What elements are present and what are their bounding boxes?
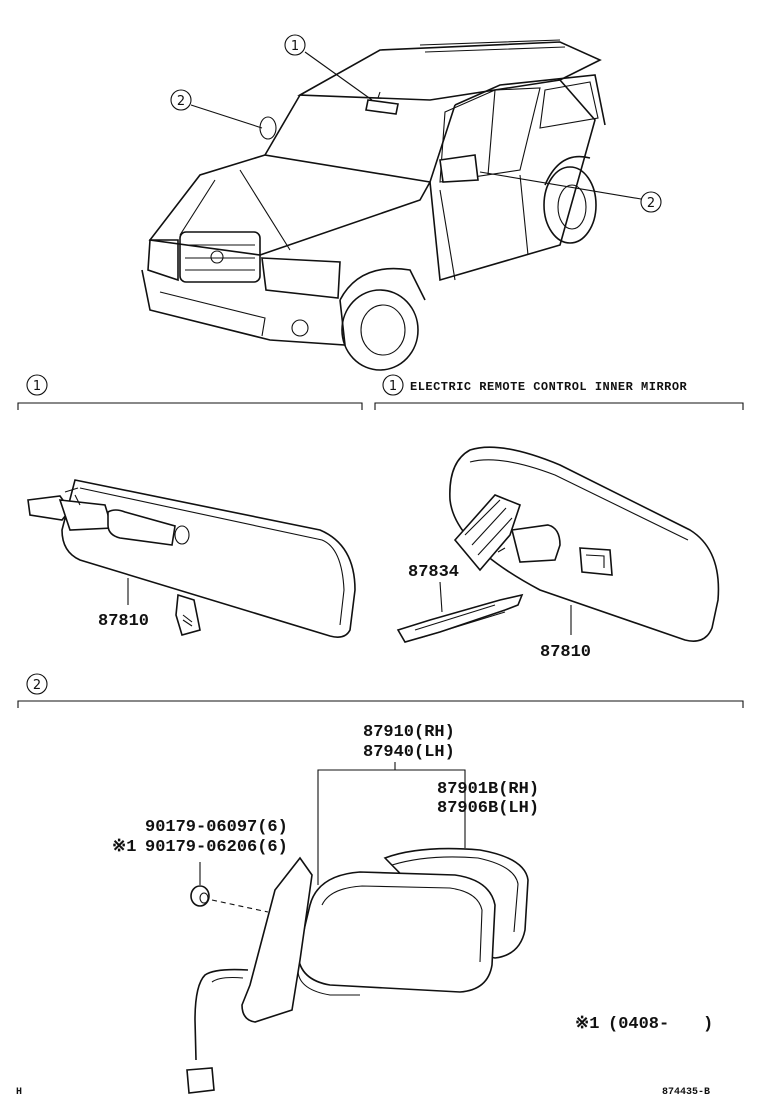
svg-text:1: 1 [33,379,41,394]
svg-text:※1: ※1 [112,838,136,857]
callout-vehicle-2-right: 2 [479,171,662,213]
figure-id: 874435-B [662,1087,710,1098]
svg-text:1: 1 [291,39,299,54]
svg-text:87940(LH): 87940(LH) [363,743,455,762]
part-label-nuts: 90179-06097(6) ※1 90179-06206(6) [112,818,288,857]
svg-text:87901B(RH): 87901B(RH) [437,780,539,799]
section-1-right-title: ELECTRIC REMOTE CONTROL INNER MIRROR [410,380,688,394]
svg-text:2: 2 [33,678,41,693]
part-label-outer-mirror: 87910(RH) 87940(LH) [317,723,466,885]
svg-text:): ) [703,1015,713,1034]
svg-text:(0408-: (0408- [608,1015,669,1034]
svg-text:87834: 87834 [408,563,459,582]
inner-mirror-right-illustration [449,446,720,642]
inner-mirror-left-illustration [27,479,356,638]
outer-mirror-illustration [186,847,529,1094]
part-label-mirror-glass: 87901B(RH) 87906B(LH) [437,780,539,818]
section-1-left-header: 1 [17,374,363,410]
vehicle-illustration [141,39,606,371]
svg-text:87810: 87810 [98,612,149,631]
svg-text:※1: ※1 [575,1015,599,1034]
svg-text:90179-06206(6): 90179-06206(6) [145,838,288,857]
callout-vehicle-2-left: 2 [170,89,263,129]
svg-text:87810: 87810 [540,643,591,662]
callout-vehicle-1: 1 [284,34,373,101]
svg-text:87910(RH): 87910(RH) [363,723,455,742]
section-2-header: 2 [17,673,744,708]
svg-text:2: 2 [647,196,655,211]
svg-text:87906B(LH): 87906B(LH) [437,799,539,818]
part-label-87834: 87834 [408,563,459,613]
section-1-right-header: 1 ELECTRIC REMOTE CONTROL INNER MIRROR [374,374,744,410]
footnote: ※1 (0408- ) [575,1015,713,1034]
svg-text:1: 1 [389,379,397,394]
svg-text:90179-06097(6): 90179-06097(6) [145,818,288,837]
corner-mark: H [16,1087,22,1098]
part-label-87810-right: 87810 [540,605,591,662]
part-label-87810-left: 87810 [98,578,149,631]
svg-text:2: 2 [177,94,185,109]
tool-87834-illustration [396,593,524,643]
